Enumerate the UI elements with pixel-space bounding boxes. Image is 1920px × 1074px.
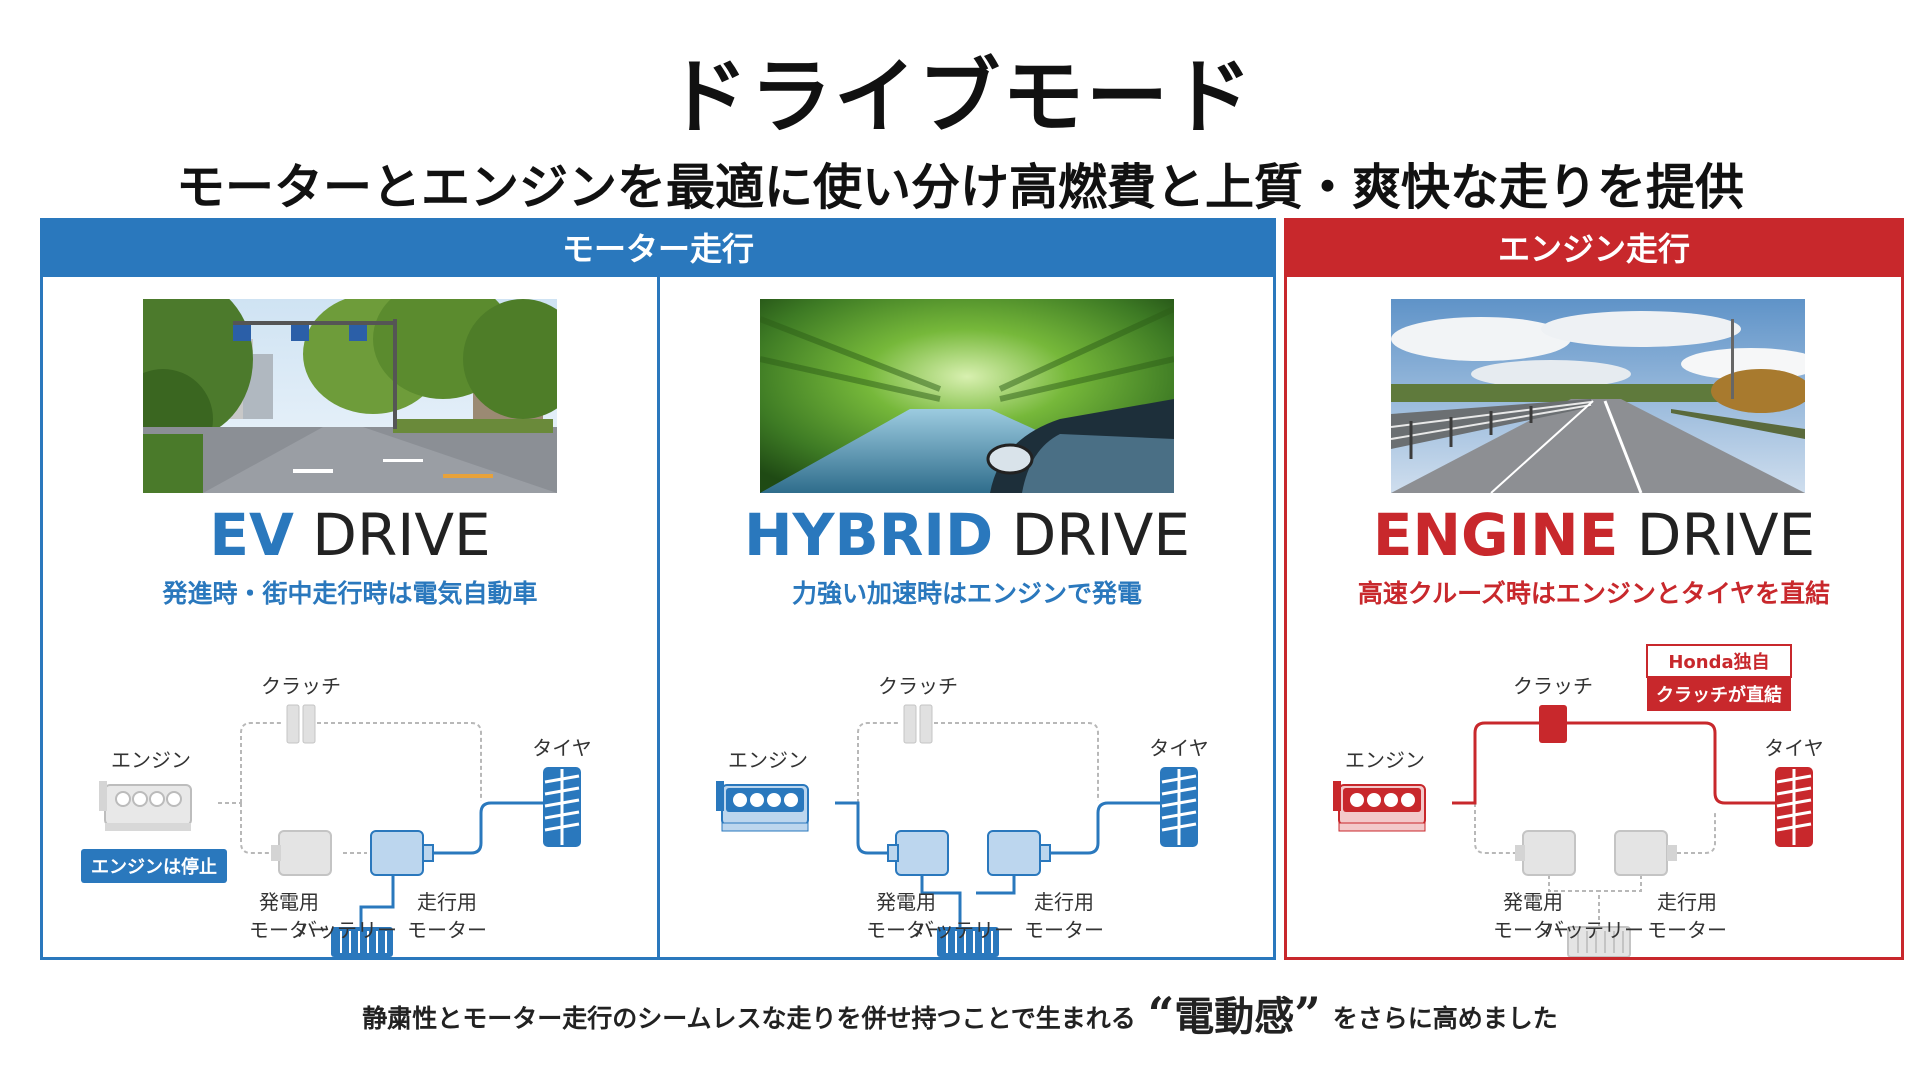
engine-battery-icon	[1567, 926, 1631, 957]
hybrid-drive-heading: HYBRID DRIVE	[660, 501, 1274, 569]
engine-clutch-label: クラッチ	[1513, 674, 1593, 698]
footer-close-quote: ”	[1294, 987, 1321, 1041]
hybrid-drive-motor-label-2: モーター	[1024, 918, 1104, 942]
engine-engine-label: エンジン	[1345, 748, 1425, 772]
ev-drive-motor-icon	[370, 830, 434, 876]
hybrid-gen-motor-label-1: 発電用	[876, 890, 936, 914]
ev-generator-motor-icon	[271, 830, 332, 876]
panel-divider	[657, 277, 660, 957]
hybrid-battery-label: バッテリー	[914, 918, 1014, 942]
speed-blur-photo	[760, 299, 1174, 493]
engine-drive-heading: ENGINE DRIVE	[1287, 501, 1901, 569]
hybrid-clutch-icon	[903, 704, 933, 744]
ev-clutch-label: クラッチ	[261, 674, 341, 698]
engine-powertrain-diagram: エンジン クラッチ Honda独自 クラッチが直結 タイヤ	[1333, 644, 1824, 957]
engine-group-header: エンジン走行	[1287, 221, 1901, 277]
hybrid-drive-motor-icon	[987, 830, 1051, 876]
ev-gen-motor-label-2: モーター	[249, 918, 329, 942]
engine-engine-icon	[1333, 781, 1426, 832]
honda-badge-bottom-text: クラッチが直結	[1656, 684, 1782, 706]
ev-drive-panel: EV DRIVE 発進時・街中走行時は電気自動車	[43, 277, 657, 960]
footer-open-quote: “	[1147, 987, 1175, 1041]
ev-drive-heading: EV DRIVE	[43, 501, 657, 569]
engine-stopped-badge	[81, 849, 227, 883]
hybrid-drive-panel: HYBRID DRIVE 力強い加速時はエンジンで発電	[660, 277, 1274, 960]
hybrid-drive-light: DRIVE	[993, 501, 1190, 569]
hybrid-generator-motor-icon	[887, 830, 949, 876]
engine-drive-motor-icon	[1614, 830, 1677, 876]
hybrid-battery-icon	[937, 927, 999, 957]
ev-battery-icon	[331, 927, 393, 957]
honda-badge-top-text: Honda独自	[1668, 651, 1769, 673]
hybrid-tire-icon	[1160, 767, 1198, 847]
ev-drive-motor-label-2: モーター	[407, 918, 487, 942]
hybrid-tire-label: タイヤ	[1149, 736, 1208, 760]
motor-drive-group: モーター走行	[40, 218, 1276, 960]
ev-gen-motor-label-1: 発電用	[259, 890, 319, 914]
ev-drive-description: 発進時・街中走行時は電気自動車	[162, 579, 538, 608]
engine-gen-motor-label-1: 発電用	[1503, 890, 1563, 914]
engine-drive-description: 高速クルーズ時はエンジンとタイヤを直結	[1357, 579, 1831, 608]
engine-generator-motor-icon	[1515, 830, 1576, 876]
engine-tire-label: タイヤ	[1764, 736, 1823, 760]
ev-engine-label: エンジン	[111, 748, 191, 772]
hybrid-drive-strong: HYBRID	[744, 501, 994, 569]
ev-engine-icon	[99, 781, 192, 831]
engine-stopped-text: エンジンは停止	[91, 856, 217, 878]
page-subtitle: モーターとエンジンを最適に使い分け高燃費と上質・爽快な走りを提供	[175, 159, 1744, 216]
ev-battery-label: バッテリー	[297, 918, 397, 942]
ev-drive-strong: EV	[209, 501, 294, 569]
engine-tire-icon	[1775, 767, 1813, 847]
footer-after: をさらに高めました	[1332, 1004, 1558, 1033]
engine-battery-label: バッテリー	[1544, 918, 1644, 942]
engine-drive-motor-label-2: モーター	[1647, 918, 1727, 942]
ev-tire-label: タイヤ	[532, 736, 591, 760]
engine-drive-strong: ENGINE	[1372, 501, 1619, 569]
motor-group-header: モーター走行	[43, 221, 1273, 277]
engine-drive-group: エンジン走行	[1284, 218, 1904, 960]
hybrid-engine-label: エンジン	[728, 748, 808, 772]
footer-before: 静粛性とモーター走行のシームレスな走りを併せ持つことで生まれる	[362, 1004, 1136, 1033]
city-street-photo	[143, 299, 557, 493]
hybrid-clutch-label: クラッチ	[878, 674, 958, 698]
hybrid-drive-motor-label-1: 走行用	[1034, 890, 1094, 914]
ev-drive-motor-label-1: 走行用	[417, 890, 477, 914]
engine-clutch-icon	[1539, 705, 1567, 743]
engine-drive-light: DRIVE	[1618, 501, 1816, 569]
ev-clutch-icon	[286, 704, 316, 744]
hybrid-engine-icon	[716, 781, 809, 832]
ev-tire-icon	[543, 767, 581, 847]
hybrid-gen-motor-label-2: モーター	[866, 918, 946, 942]
ev-powertrain-diagram: エンジン クラッチ タイヤ	[81, 674, 592, 957]
highway-photo	[1391, 299, 1805, 493]
engine-gen-motor-label-2: モーター	[1493, 918, 1573, 942]
engine-drive-panel: ENGINE DRIVE 高速クルーズ時はエンジンとタイヤを直結	[1287, 277, 1901, 960]
ev-drive-light: DRIVE	[293, 501, 491, 569]
page-title: ドライブモード	[665, 50, 1254, 145]
hybrid-powertrain-diagram: エンジン クラッチ タイヤ	[716, 674, 1209, 957]
hybrid-drive-description: 力強い加速時はエンジンで発電	[791, 579, 1142, 608]
engine-drive-motor-label-1: 走行用	[1657, 890, 1717, 914]
footer-emphasis: “電動感”	[1148, 987, 1321, 1041]
footer-statement: 静粛性とモーター走行のシームレスな走りを併せ持つことで生まれる “電動感” をさらに…	[0, 984, 1920, 1042]
honda-clutch-badge	[1646, 644, 1792, 711]
footer-emphasis-text: 電動感	[1174, 994, 1295, 1040]
